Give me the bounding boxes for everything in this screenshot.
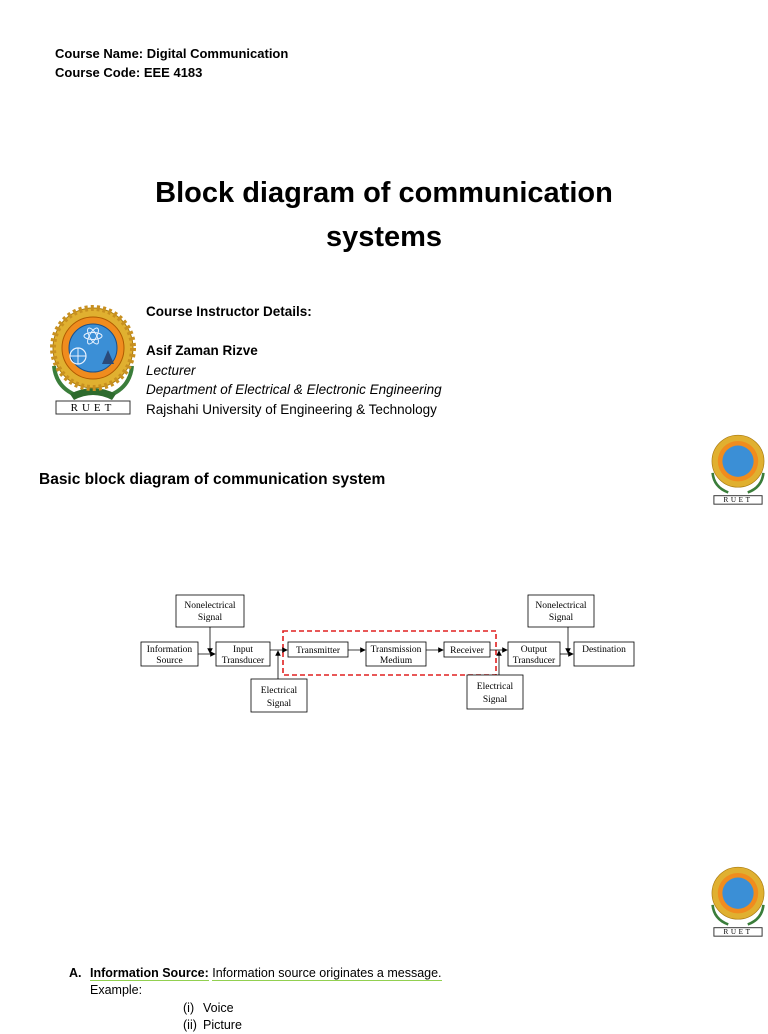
ruet-logo-small-2: RUET [711, 866, 765, 937]
input-transducer-block [215, 641, 271, 667]
electrical-signal-right-l1: Electrical [477, 682, 514, 692]
instructor-designation: Lecturer [146, 362, 196, 378]
input-transducer-l1: Input [233, 645, 253, 655]
receiver-block [443, 641, 491, 658]
output-transducer-block [507, 641, 561, 667]
ruet-logo-small-1: RUET [711, 434, 765, 505]
item-a-term: Information Source: [90, 966, 209, 981]
destination-label: Destination [582, 645, 626, 655]
transmission-medium-l2: Medium [380, 656, 413, 666]
logo-globe-icon [68, 323, 118, 373]
transmission-medium-l1: Transmission [371, 645, 422, 655]
information-source-l2: Source [156, 656, 182, 666]
page-title: Block diagram of communication systems [0, 171, 768, 259]
logo-small-2-text: RUET [723, 928, 752, 936]
electrical-signal-left-l1: Electrical [261, 686, 298, 696]
information-source-l1: Information [147, 644, 193, 655]
instructor-heading: Course Instructor Details: [146, 304, 312, 319]
example-item-1: (i) Voice [183, 1000, 242, 1017]
example-item-1-num: (i) [183, 1001, 195, 1015]
transmitter-block [287, 641, 349, 658]
nonelectrical-signal-left-box [175, 594, 245, 628]
example-list: (i) Voice (ii) Picture [183, 1000, 242, 1034]
output-transducer-l1: Output [521, 645, 548, 655]
title-line-1: Block diagram of communication [155, 177, 613, 209]
item-a-example-label: Example: [90, 983, 143, 997]
logo-laurel-icon [52, 365, 134, 400]
receiver-label: Receiver [450, 646, 485, 656]
input-transducer-l2: Transducer [222, 656, 265, 666]
electrical-signal-left-l2: Signal [267, 699, 292, 709]
electrical-signal-right-l2: Signal [483, 695, 508, 705]
instructor-department: Department of Electrical & Electronic En… [146, 382, 442, 397]
block-diagram: Nonelectrical Signal Nonelectrical Signa… [140, 594, 635, 713]
example-item-2-num: (ii) [183, 1018, 197, 1032]
course-name: Course Name: Digital Communication [55, 46, 289, 61]
example-item-2-text: Picture [203, 1018, 242, 1032]
transceiver-boundary [282, 630, 497, 676]
section-heading: Basic block diagram of communication sys… [39, 471, 386, 488]
logo-small-1-text: RUET [723, 496, 752, 504]
electrical-signal-left-box [250, 678, 308, 713]
example-item-2: (ii) Picture [183, 1017, 242, 1034]
instructor-details: Course Instructor Details: Asif Zaman Ri… [146, 302, 706, 419]
title-line-2: systems [325, 221, 443, 253]
transmitter-label: Transmitter [296, 646, 341, 656]
instructor-name: Asif Zaman Rizve [146, 343, 258, 358]
item-a-definition: Information source originates a message. [212, 966, 442, 981]
instructor-university: Rajshahi University of Engineering & Tec… [146, 401, 437, 417]
nonelectrical-signal-left-l2: Signal [198, 613, 223, 623]
course-code: Course Code: EEE 4183 [55, 65, 203, 80]
nonelectrical-signal-left-l1: Nonelectrical [184, 601, 236, 611]
nonelectrical-signal-right-l1: Nonelectrical [535, 601, 587, 611]
logo-text: RUET [71, 402, 116, 414]
ruet-logo: RUET [50, 305, 136, 415]
nonelectrical-signal-right-l2: Signal [549, 613, 574, 623]
output-transducer-l2: Transducer [513, 656, 556, 666]
destination-block [573, 641, 635, 667]
nonelectrical-signal-right-box [527, 594, 595, 628]
example-item-1-text: Voice [203, 1001, 234, 1015]
item-a: A. Information Source: Information source… [69, 965, 669, 999]
item-a-label: A. [69, 966, 82, 980]
transmission-medium-block [365, 641, 427, 667]
electrical-signal-right-box [466, 674, 524, 710]
